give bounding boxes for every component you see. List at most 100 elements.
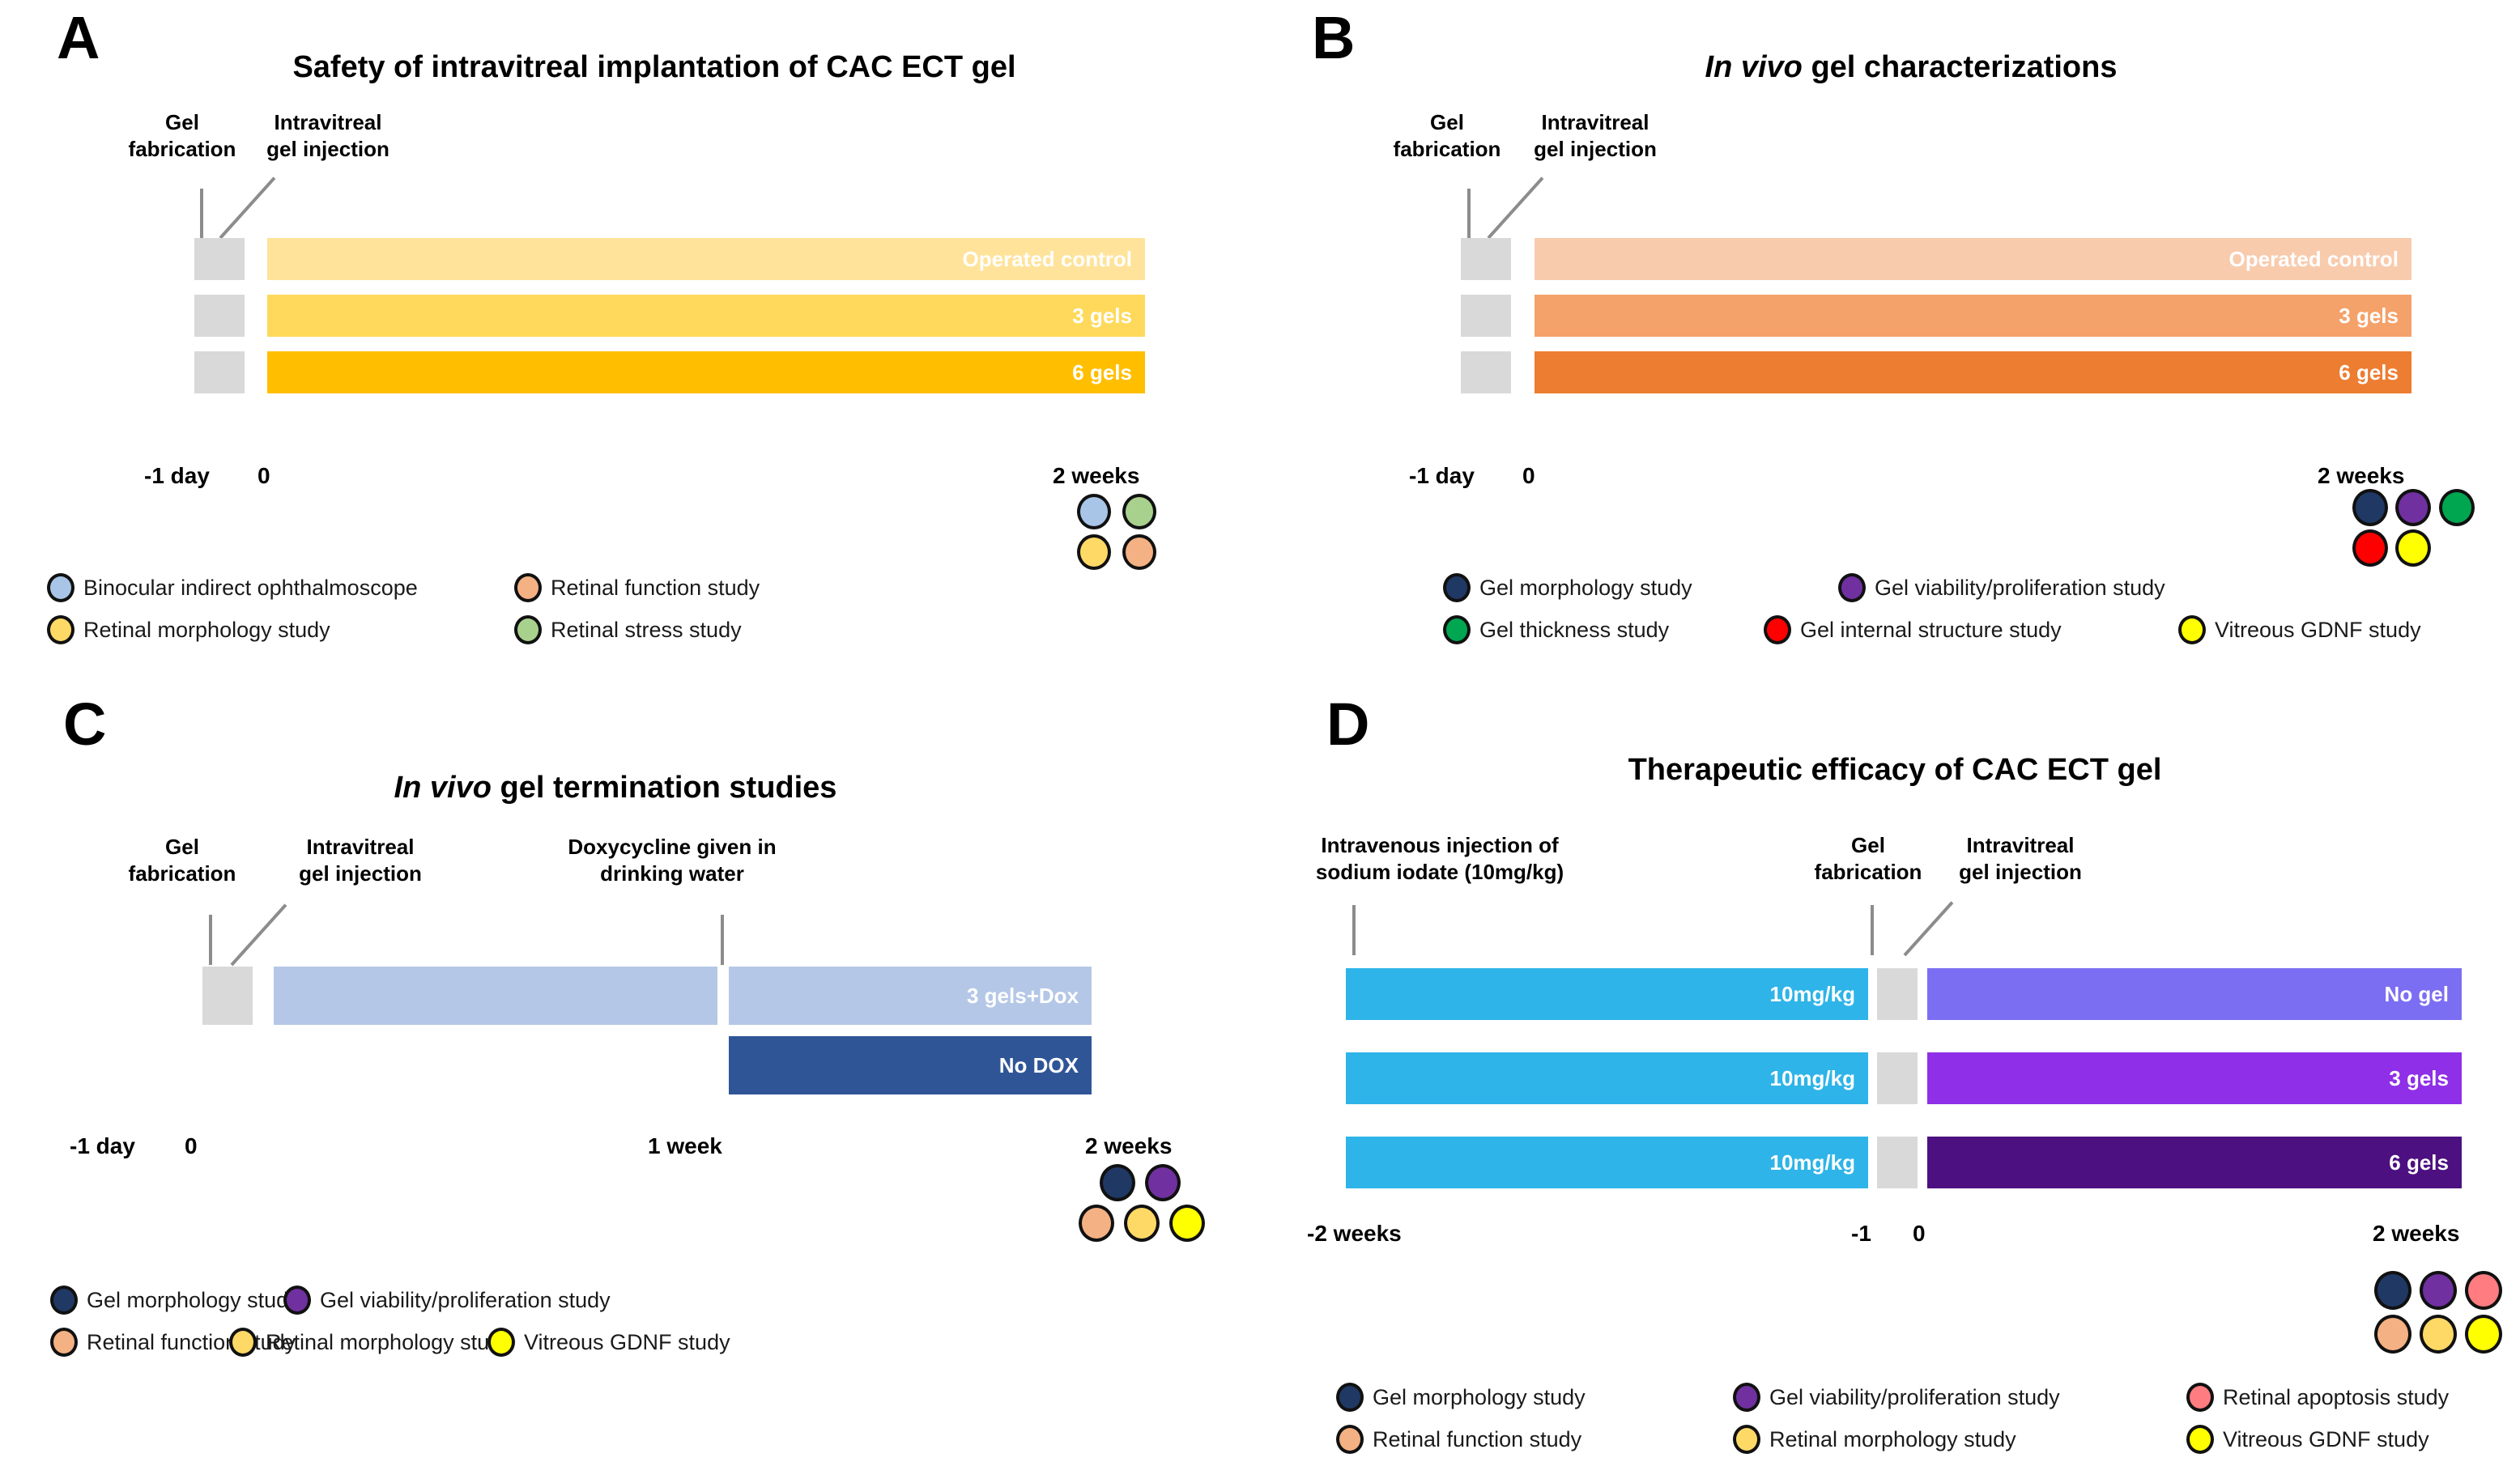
bar-label: 3 gels	[2389, 1065, 2449, 1090]
legend-dot-icon	[1733, 1425, 1760, 1454]
panel-b-grey-block-1	[1461, 238, 1511, 280]
panel-d-legend-item-gel-viability-proliferation-study: Gel viability/proliferation study	[1733, 1383, 2060, 1412]
legend-dot-icon	[514, 573, 542, 602]
panel-a-bar-3-gels: 3 gels	[267, 295, 1145, 337]
panel-a-slant-injection	[219, 176, 276, 240]
panel-d-endpoint-dot-retinal-morphology-study	[2420, 1315, 2457, 1354]
panel-c-bar-pre-dox-segment	[274, 967, 717, 1025]
panel-a-axis-minus-1-day: -1 day	[144, 463, 210, 488]
panel-d-grey-block-3	[1877, 1137, 1918, 1188]
bar-label: No gel	[2384, 981, 2449, 1006]
panel-d-legend-item-gel-morphology-study: Gel morphology study	[1336, 1383, 1586, 1412]
panel-d-legend-item-vitreous-gdnf-study: Vitreous GDNF study	[2186, 1425, 2429, 1454]
panel-a-event-gel-injection: Intravitreal gel injection	[251, 109, 405, 162]
panel-d-endpoint-dot-retinal-function-study	[2374, 1315, 2411, 1354]
panel-a-title: Safety of intravitreal implantation of C…	[292, 50, 1016, 84]
panel-d-legend-item-retinal-apoptosis-study: Retinal apoptosis study	[2186, 1383, 2449, 1412]
legend-label: Retinal function study	[551, 575, 760, 600]
legend-dot-icon	[229, 1328, 257, 1357]
panel-d-tick-sodium-iodate	[1352, 905, 1356, 955]
panel-b-endpoint-dot-gel-internal-structure-study	[2352, 529, 2388, 567]
legend-label: Binocular indirect ophthalmoscope	[83, 575, 418, 600]
panel-b-endpoint-dot-gel-thickness-study	[2439, 489, 2475, 526]
legend-dot-icon	[1764, 615, 1791, 644]
panel-a-bar-6-gels: 6 gels	[267, 351, 1145, 393]
panel-b-bar-3-gels: 3 gels	[1535, 295, 2411, 337]
event-line-2: fabrication	[1814, 859, 1922, 884]
bar-label: Operated control	[2228, 246, 2399, 271]
bar-label: 3 gels	[1072, 303, 1132, 328]
panel-c-event-gel-fabrication: Gel fabrication	[121, 834, 243, 886]
event-line-1: Gel	[165, 835, 199, 859]
panel-a-endpoint-dot-retinal-stress-study	[1122, 494, 1156, 529]
event-line-2: fabrication	[128, 861, 236, 886]
panel-d-bar-3-gels: 3 gels	[1927, 1052, 2462, 1104]
legend-dot-icon	[2178, 615, 2206, 644]
legend-dot-icon	[1443, 615, 1471, 644]
panel-c-event-gel-injection: Intravitreal gel injection	[283, 834, 437, 886]
legend-label: Gel viability/proliferation study	[1769, 1384, 2060, 1409]
panel-b-legend-item-gel-thickness-study: Gel thickness study	[1443, 615, 1669, 644]
legend-label: Retinal morphology study	[83, 617, 330, 642]
legend-label: Vitreous GDNF study	[2215, 617, 2421, 642]
legend-label: Retinal apoptosis study	[2223, 1384, 2450, 1409]
panel-d-axis-2-weeks: 2 weeks	[2373, 1221, 2460, 1246]
event-line-1: Intravitreal	[306, 835, 415, 859]
panel-d-event-gel-fabrication: Gel fabrication	[1807, 832, 1929, 885]
panel-a-grey-block-1	[194, 238, 245, 280]
bar-label: 6 gels	[2389, 1150, 2449, 1175]
panel-a-tick-fabrication	[200, 189, 203, 239]
panel-d-endpoint-dot-retinal-apoptosis-study	[2465, 1271, 2502, 1310]
panel-d-legend-item-retinal-morphology-study: Retinal morphology study	[1733, 1425, 2016, 1454]
legend-dot-icon	[47, 615, 74, 644]
legend-label: Gel internal structure study	[1800, 617, 2062, 642]
panel-b-letter: B	[1312, 4, 1355, 71]
legend-dot-icon	[50, 1328, 78, 1357]
panel-d-letter: D	[1326, 691, 1369, 758]
bar-label: No DOX	[998, 1052, 1079, 1077]
legend-dot-icon	[2186, 1383, 2214, 1412]
panel-a-event-gel-fabrication: Gel fabrication	[121, 109, 243, 162]
panel-d-event-iv-sodium-iodate: Intravenous injection of sodium iodate (…	[1286, 832, 1594, 885]
panel-c-slant-injection	[230, 903, 287, 967]
panel-c-legend-item-retinal-morphology-study: Retinal morphology study	[229, 1328, 513, 1357]
bar-label: Operated control	[962, 246, 1132, 271]
bar-label: 6 gels	[2339, 359, 2399, 385]
event-line-2: gel injection	[299, 861, 422, 886]
panel-a-legend-item-binocular-indirect-ophthalmoscope: Binocular indirect ophthalmoscope	[47, 573, 418, 602]
panel-d-axis-minus-1: -1	[1851, 1221, 1871, 1246]
bar-label: 3 gels	[2339, 303, 2399, 328]
panel-c-axis-day-0: 0	[185, 1133, 198, 1158]
legend-dot-icon	[1733, 1383, 1760, 1412]
legend-label: Gel morphology study	[1373, 1384, 1586, 1409]
panel-b-bar-6-gels: 6 gels	[1535, 351, 2411, 393]
panel-a-endpoint-dot-retinal-morphology-study	[1077, 534, 1111, 570]
event-line-2: fabrication	[128, 136, 236, 161]
event-line-1: Gel	[1851, 833, 1885, 857]
event-line-2: gel injection	[266, 136, 389, 161]
event-line-2: gel injection	[1534, 136, 1657, 161]
event-line-1: Doxycycline given in	[568, 835, 777, 859]
event-line-2: fabrication	[1393, 136, 1501, 161]
panel-c-grey-block-1	[202, 967, 253, 1025]
legend-dot-icon	[514, 615, 542, 644]
event-line-1: Intravitreal	[274, 110, 382, 134]
panel-d-endpoint-dot-vitreous-gdnf-study	[2465, 1315, 2502, 1354]
bar-label: 10mg/kg	[1769, 1150, 1856, 1175]
panel-d-endpoint-dot-gel-viability-proliferation-study	[2420, 1271, 2457, 1310]
panel-b-tick-fabrication	[1467, 189, 1471, 239]
panel-a-endpoint-dot-retinal-function-study	[1122, 534, 1156, 570]
panel-d-axis-minus-2-weeks: -2 weeks	[1307, 1221, 1402, 1246]
panel-a-letter: A	[57, 4, 100, 71]
panel-a-bar-operated-control: Operated control	[267, 238, 1145, 280]
panel-a-axis-day-0: 0	[258, 463, 270, 488]
panel-c-legend-item-gel-morphology-study: Gel morphology study	[50, 1286, 300, 1315]
legend-dot-icon	[47, 573, 74, 602]
event-line-1: Intravitreal	[1966, 833, 2075, 857]
legend-label: Vitreous GDNF study	[524, 1329, 730, 1354]
panel-a-legend-item-retinal-stress-study: Retinal stress study	[514, 615, 742, 644]
panel-d-bar-left-row-1: 10mg/kg	[1346, 968, 1868, 1020]
panel-b-legend-item-gel-morphology-study: Gel morphology study	[1443, 573, 1692, 602]
panel-c-title-rest: gel termination studies	[491, 771, 837, 805]
panel-d-endpoint-dot-gel-morphology-study	[2374, 1271, 2411, 1310]
